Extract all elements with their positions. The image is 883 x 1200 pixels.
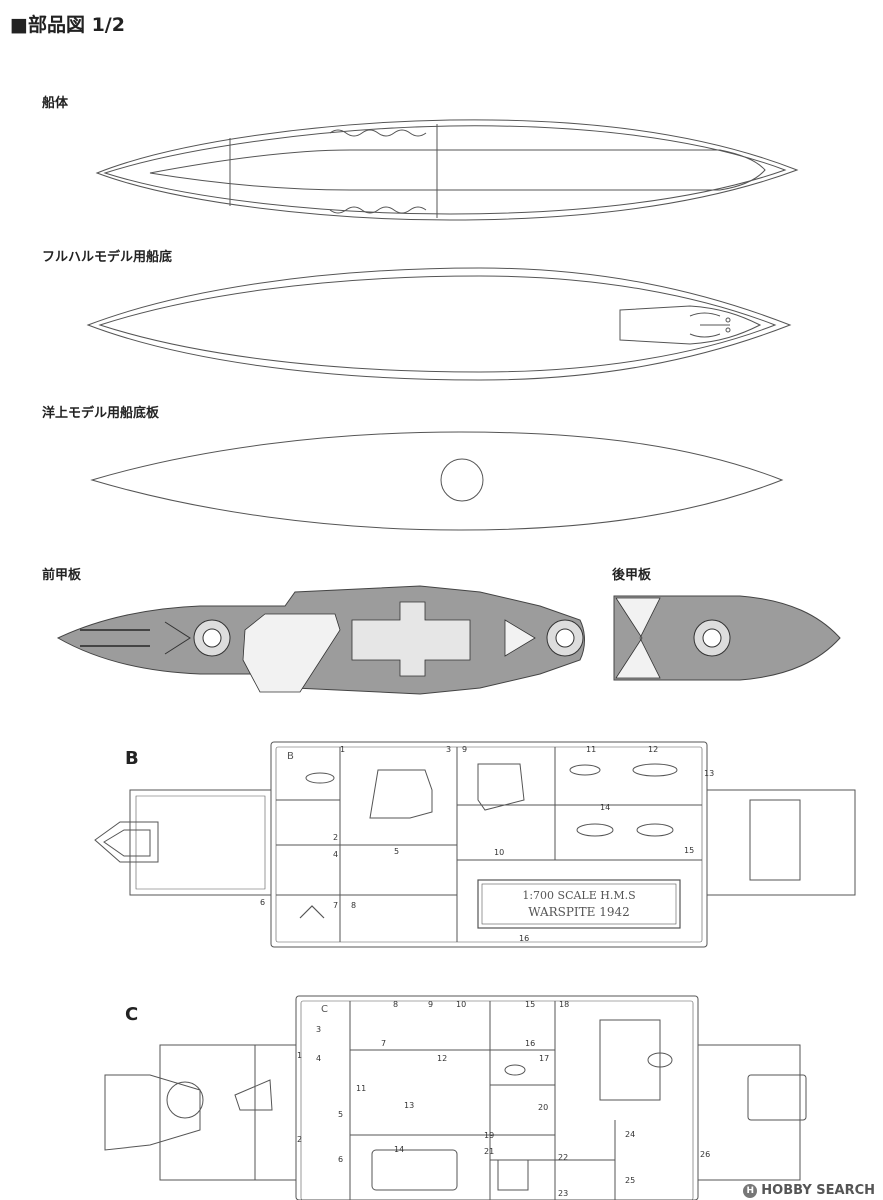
svg-text:6: 6 [260, 898, 265, 907]
svg-text:16: 16 [519, 934, 529, 943]
svg-text:4: 4 [316, 1054, 321, 1063]
svg-text:15: 15 [525, 1000, 535, 1009]
svg-text:7: 7 [381, 1039, 386, 1048]
svg-text:17: 17 [539, 1054, 549, 1063]
svg-text:12: 12 [437, 1054, 447, 1063]
svg-text:13: 13 [704, 769, 714, 778]
label-full-hull-bottom: フルハルモデル用船底 [42, 250, 173, 265]
hobby-search-logo-icon: H [743, 1183, 758, 1198]
svg-text:25: 25 [625, 1176, 635, 1185]
svg-text:14: 14 [600, 803, 610, 812]
svg-text:13: 13 [404, 1101, 414, 1110]
svg-text:2: 2 [297, 1135, 302, 1144]
svg-text:9: 9 [462, 745, 467, 754]
svg-text:15: 15 [684, 846, 694, 855]
svg-text:21: 21 [484, 1147, 494, 1156]
svg-text:18: 18 [559, 1000, 569, 1009]
runner-c-tab: C [321, 1004, 328, 1015]
waterline-bottom-part [90, 431, 784, 531]
svg-text:20: 20 [538, 1103, 548, 1112]
svg-text:2: 2 [333, 833, 338, 842]
svg-text:3: 3 [316, 1025, 321, 1034]
svg-text:10: 10 [494, 848, 504, 857]
runner-b-tab: B [287, 751, 294, 762]
svg-text:6: 6 [338, 1155, 343, 1164]
svg-text:4: 4 [333, 850, 338, 859]
svg-text:3: 3 [446, 745, 451, 754]
runner-b [94, 741, 856, 948]
label-aft-deck: 後甲板 [612, 568, 652, 583]
watermark: H HOBBY SEARCH [743, 1183, 875, 1198]
runner-b-label: B [125, 748, 139, 769]
runner-b-plate-line1: 1:700 SCALE H.M.S [522, 889, 635, 902]
runner-c [104, 995, 807, 1200]
svg-text:7: 7 [333, 901, 338, 910]
aft-deck-part [613, 595, 841, 681]
svg-text:12: 12 [648, 745, 658, 754]
watermark-text: HOBBY SEARCH [761, 1183, 875, 1198]
page-title: ■部品図 1/2 [10, 14, 125, 36]
svg-text:19: 19 [484, 1131, 494, 1140]
svg-text:8: 8 [393, 1000, 398, 1009]
label-waterline-bottom: 洋上モデル用船底板 [42, 406, 160, 421]
svg-text:16: 16 [525, 1039, 535, 1048]
label-hull: 船体 [42, 96, 69, 111]
svg-text:11: 11 [356, 1084, 366, 1093]
hull-part [95, 119, 799, 221]
fore-deck-part [56, 585, 585, 695]
runner-c-label: C [125, 1004, 139, 1025]
full-hull-bottom-part [86, 267, 792, 381]
svg-text:11: 11 [586, 745, 596, 754]
svg-text:10: 10 [456, 1000, 466, 1009]
svg-text:24: 24 [625, 1130, 635, 1139]
svg-text:22: 22 [558, 1153, 568, 1162]
runner-b-plate-line2: WARSPITE 1942 [528, 905, 630, 919]
svg-text:14: 14 [394, 1145, 404, 1154]
svg-text:5: 5 [394, 847, 399, 856]
svg-text:5: 5 [338, 1110, 343, 1119]
svg-text:8: 8 [351, 901, 356, 910]
svg-text:23: 23 [558, 1189, 568, 1198]
svg-text:9: 9 [428, 1000, 433, 1009]
label-fore-deck: 前甲板 [42, 568, 82, 583]
svg-text:1: 1 [340, 745, 345, 754]
svg-text:26: 26 [700, 1150, 710, 1159]
svg-text:1: 1 [297, 1051, 302, 1060]
